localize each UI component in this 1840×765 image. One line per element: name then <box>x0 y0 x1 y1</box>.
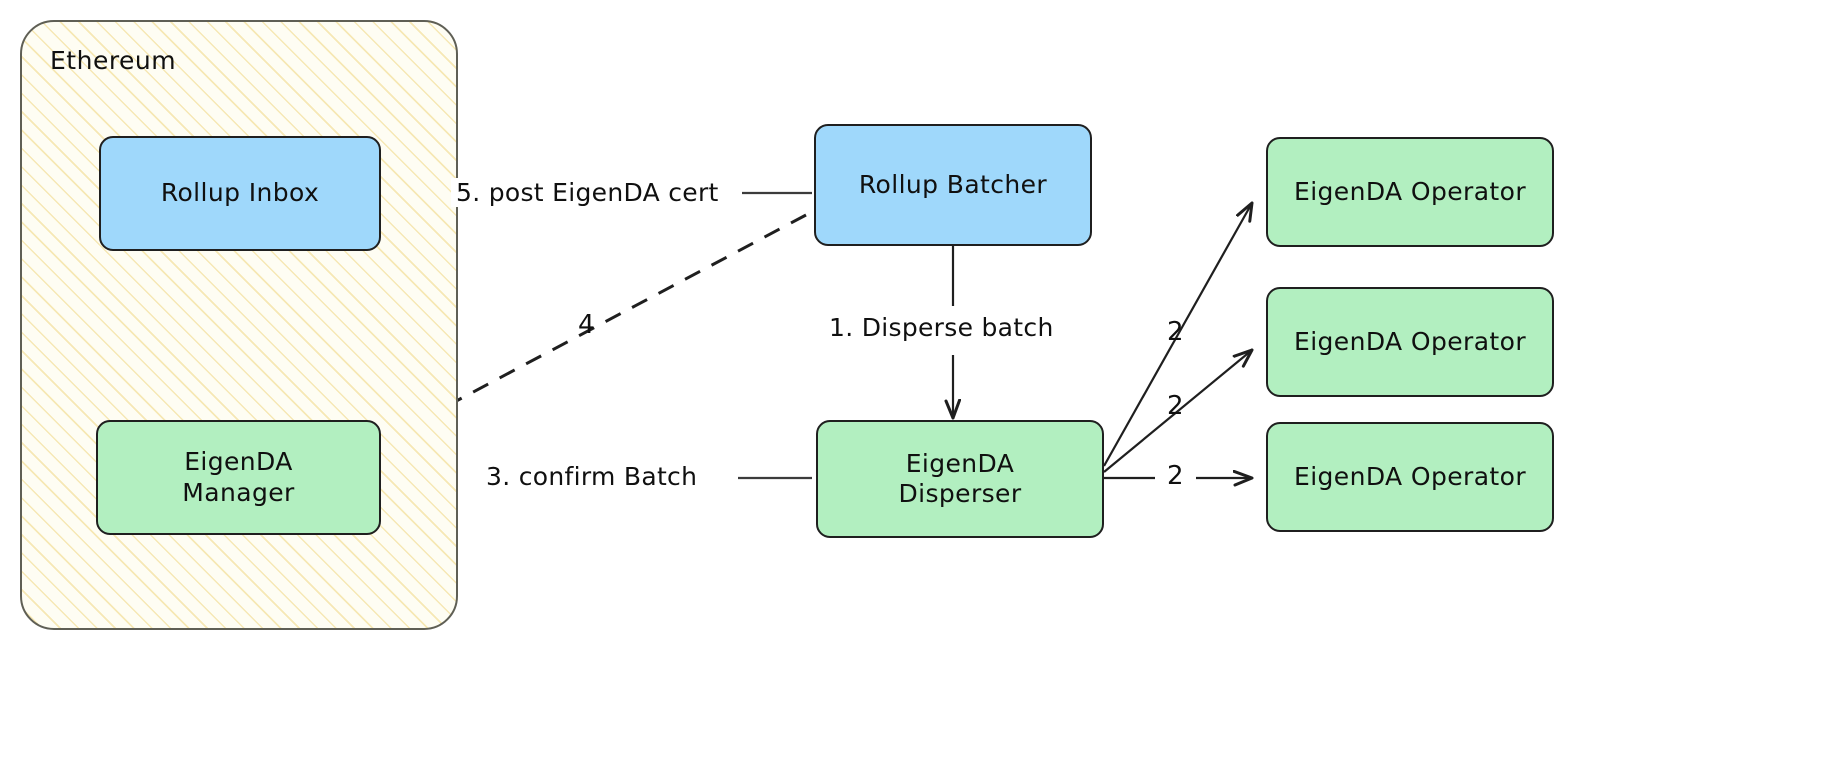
node-eigenda-operator-3-label: EigenDA Operator <box>1294 461 1526 491</box>
node-eigenda-disperser-label: EigenDA Disperser <box>898 448 1022 509</box>
node-rollup-inbox[interactable]: Rollup Inbox <box>99 136 381 251</box>
node-rollup-inbox-label: Rollup Inbox <box>160 178 320 208</box>
edge-2-operator-2 <box>1103 350 1252 473</box>
group-ethereum-label: Ethereum <box>50 46 177 75</box>
edge-label-3: 3. confirm Batch <box>481 462 703 491</box>
node-eigenda-disperser[interactable]: EigenDA Disperser <box>816 420 1104 538</box>
edge-label-2b: 2 <box>1167 391 1184 421</box>
edge-4-dashed <box>398 213 807 432</box>
edge-label-2c: 2 <box>1167 461 1184 491</box>
edge-label-2a: 2 <box>1167 317 1184 347</box>
edge-label-1: 1. Disperse batch <box>824 313 1059 342</box>
node-eigenda-operator-3[interactable]: EigenDA Operator <box>1266 422 1554 532</box>
node-eigenda-operator-2[interactable]: EigenDA Operator <box>1266 287 1554 397</box>
edge-label-5: 5. post EigenDA cert <box>451 178 724 207</box>
edge-label-4: 4 <box>578 310 595 340</box>
node-eigenda-manager[interactable]: EigenDA Manager <box>96 420 381 535</box>
node-rollup-batcher[interactable]: Rollup Batcher <box>814 124 1092 246</box>
node-eigenda-operator-1[interactable]: EigenDA Operator <box>1266 137 1554 247</box>
node-eigenda-operator-2-label: EigenDA Operator <box>1294 326 1526 356</box>
node-eigenda-manager-label: EigenDA Manager <box>182 447 295 507</box>
node-rollup-batcher-label: Rollup Batcher <box>858 169 1048 199</box>
edge-2-operator-1 <box>1103 203 1252 467</box>
group-ethereum <box>20 20 458 630</box>
node-eigenda-operator-1-label: EigenDA Operator <box>1294 176 1526 206</box>
